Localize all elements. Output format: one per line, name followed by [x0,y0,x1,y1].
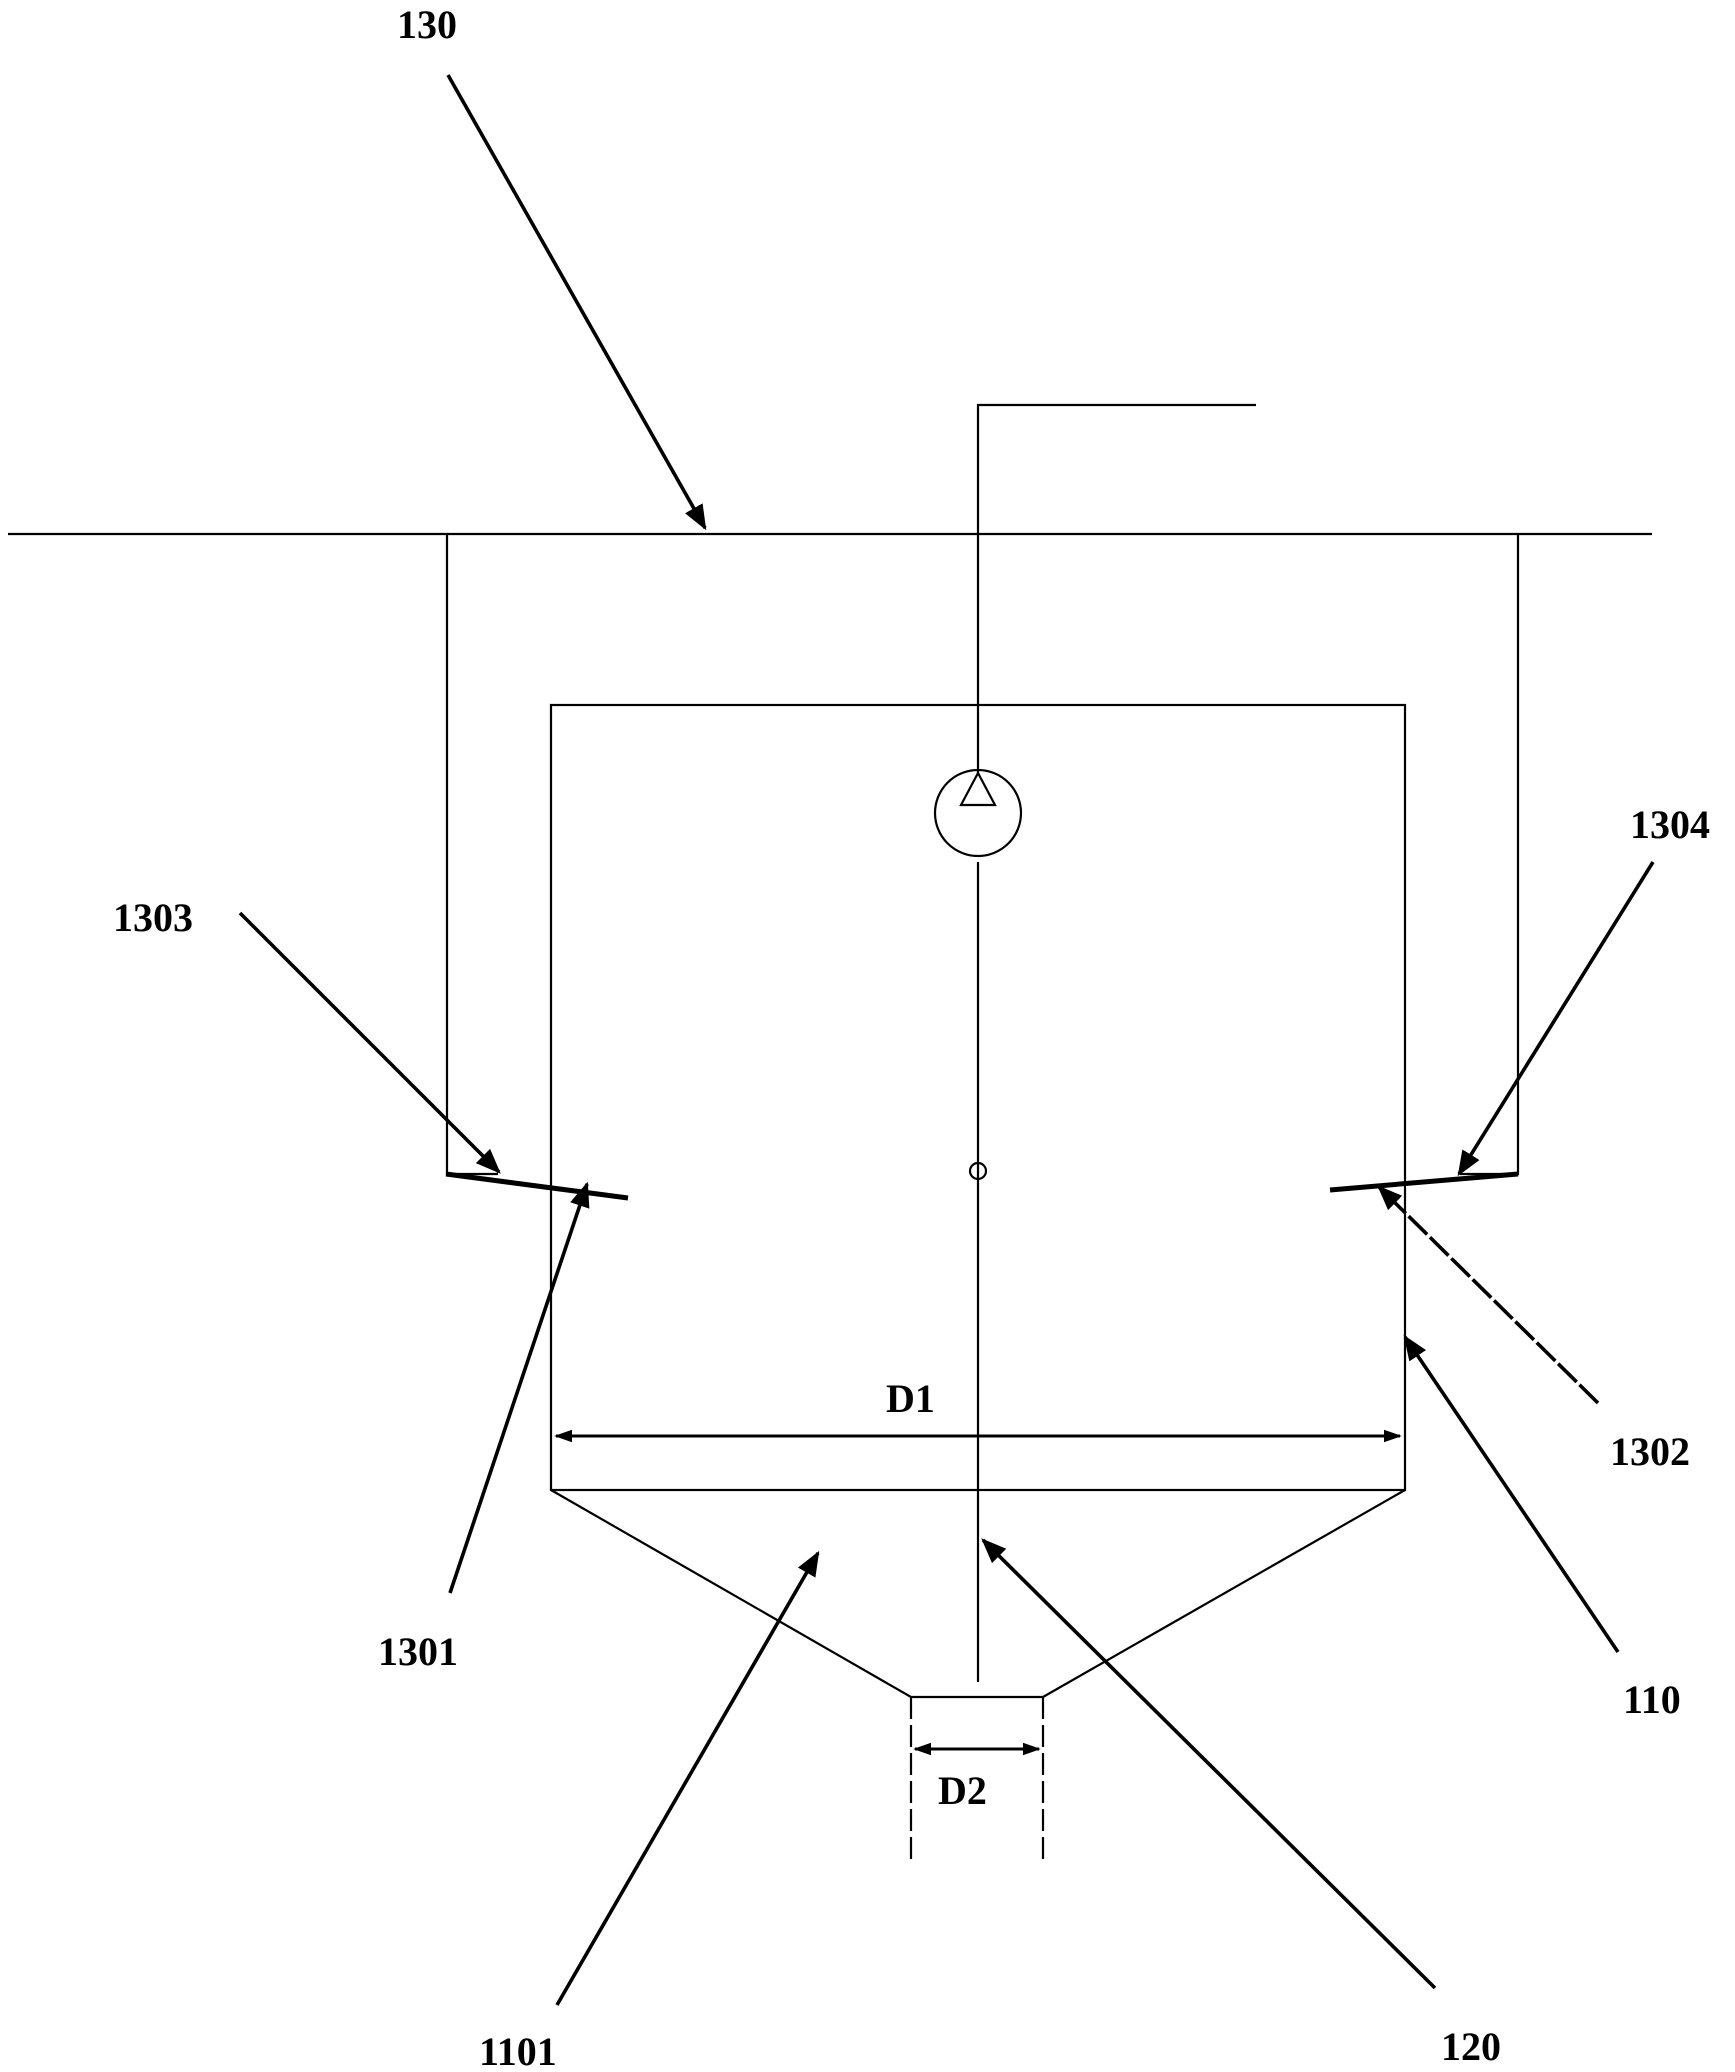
d2-label: D2 [938,1768,987,1813]
vessel-cone-bottom [550,1489,1406,1699]
leader-1304 [1457,861,1655,1177]
leader-1101 [555,1550,820,2006]
leader-120 [981,1538,1437,1990]
label-110: 110 [1623,1677,1681,1722]
label-1302: 1302 [1610,1429,1690,1474]
label-1303: 1303 [113,895,193,940]
leader-1302 [1377,1185,1600,1405]
leader-1301 [448,1181,590,1594]
leader-1303 [238,911,501,1174]
label-1101: 1101 [479,2029,557,2072]
left-nozzle-plate [445,1171,629,1201]
motor-triangle [959,770,997,807]
label-130: 130 [397,2,457,47]
d1-label: D1 [886,1376,935,1421]
leader-110 [1403,1334,1620,1654]
motor-circle [933,768,1023,858]
label-120: 120 [1441,2024,1501,2069]
left-hanger-line [445,534,498,1176]
leader-130 [446,74,707,531]
right-nozzle-plate [1329,1171,1519,1193]
shaft-bearing-circle [968,1161,988,1181]
label-1301: 1301 [378,1629,458,1674]
label-1304: 1304 [1630,802,1710,847]
right-hanger-line [1460,534,1520,1176]
central-shaft-top [976,403,1256,773]
